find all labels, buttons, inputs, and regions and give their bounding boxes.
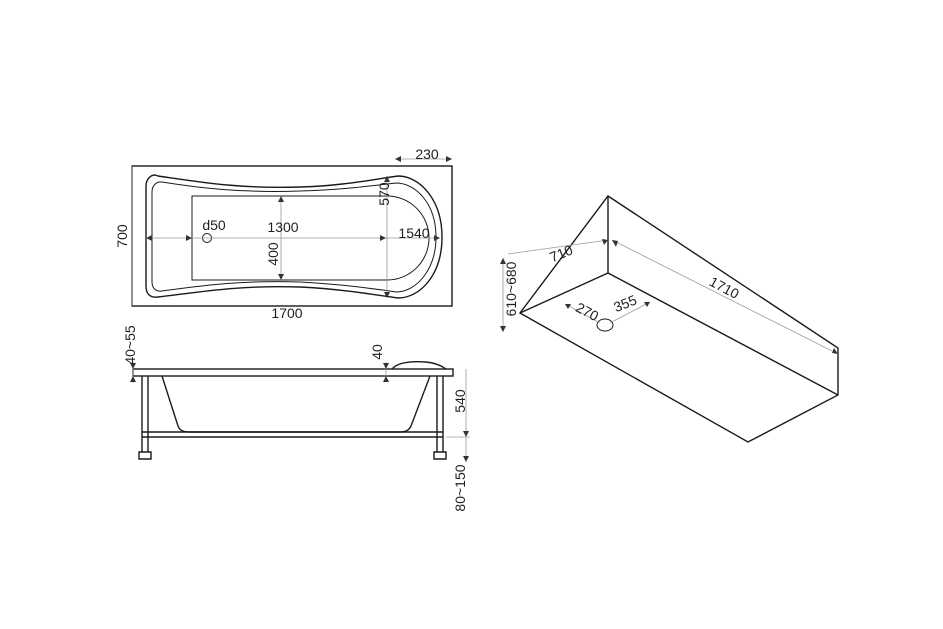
side-view: 40~55 40 540 80~150 bbox=[122, 325, 470, 512]
top-bowl-inner bbox=[151, 181, 437, 293]
side-tub-body bbox=[161, 375, 431, 433]
dim-1300-label: 1300 bbox=[267, 219, 298, 235]
iso-view: 710 1710 610~680 270 355 bbox=[500, 195, 839, 443]
dim-230-label: 230 bbox=[415, 146, 439, 162]
dim-headrest-label: 40 bbox=[369, 344, 385, 360]
iso-height-label: 610~680 bbox=[503, 261, 519, 316]
iso-drain bbox=[596, 318, 614, 332]
iso-outline bbox=[518, 195, 839, 443]
top-bowl-outer bbox=[145, 174, 443, 299]
dim-1540-label: 1540 bbox=[398, 225, 429, 241]
dim-rim-label: 40~55 bbox=[122, 325, 138, 365]
iso-length-label: 1710 bbox=[707, 273, 742, 302]
top-bottom-area bbox=[191, 195, 430, 281]
top-view: 1700 700 1300 400 d50 1540 570 230 bbox=[114, 146, 453, 321]
side-rim bbox=[132, 368, 454, 377]
dim-570-label: 570 bbox=[376, 182, 392, 206]
dim-400-label: 400 bbox=[265, 242, 281, 266]
drain-label: d50 bbox=[202, 217, 226, 233]
side-headrest bbox=[391, 360, 447, 370]
iso-drain-a-label: 270 bbox=[573, 299, 601, 324]
foot-right bbox=[433, 451, 447, 460]
foot-left bbox=[138, 451, 152, 460]
dim-legs-label: 80~150 bbox=[452, 464, 468, 511]
dim-700-label: 700 bbox=[114, 224, 130, 248]
iso-drain-b-label: 355 bbox=[611, 291, 639, 315]
dim-1700-label: 1700 bbox=[271, 305, 302, 321]
dim-depth-label: 540 bbox=[452, 389, 468, 413]
